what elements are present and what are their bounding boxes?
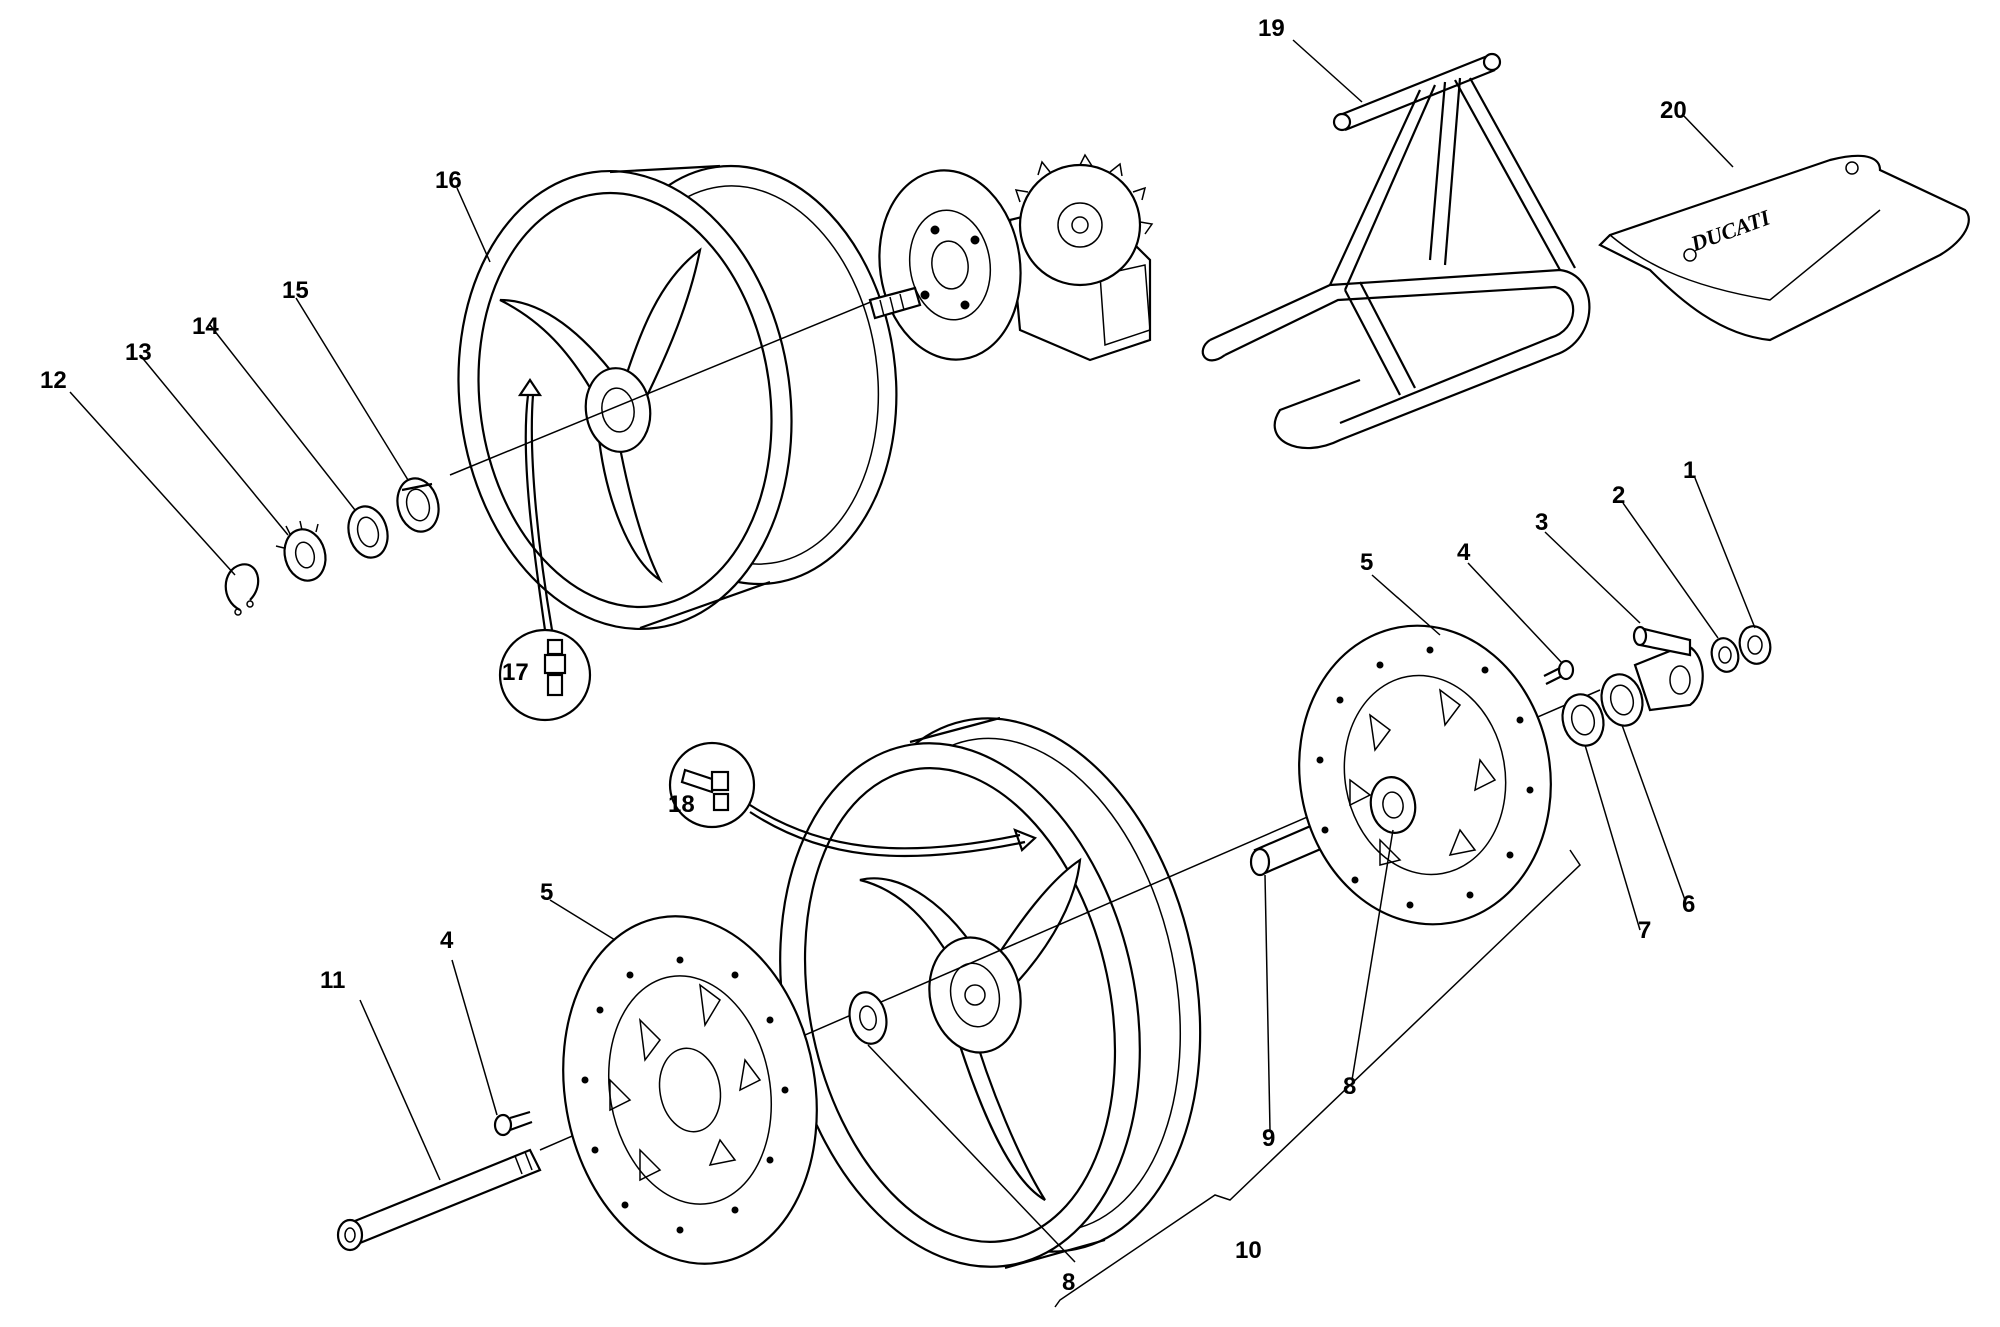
part-7-seal	[1561, 693, 1605, 747]
part-1-nut	[1738, 625, 1772, 665]
callout-4-left: 4	[440, 927, 454, 954]
callout-10: 10	[1235, 1237, 1262, 1264]
callout-6: 6	[1682, 891, 1695, 918]
part-15-bearing-seal	[396, 477, 440, 533]
part-11-front-axle	[336, 1148, 542, 1252]
callout-labels: 19 20 16 15 14 13 12 17 18 1 2 3 4 5 6 7…	[40, 15, 1696, 1296]
callout-5-right: 5	[1360, 549, 1373, 576]
callout-13: 13	[125, 339, 152, 366]
callout-8-right: 8	[1343, 1073, 1356, 1100]
callout-12: 12	[40, 367, 67, 394]
part-6-bushing	[1600, 673, 1644, 727]
callout-20: 20	[1660, 97, 1687, 124]
callout-8-left: 8	[1062, 1269, 1075, 1296]
part-20-dust-cover: DUCATI	[1598, 154, 1970, 342]
assembly-bracket-10	[1054, 849, 1581, 1308]
part-9-spacer	[1249, 820, 1332, 877]
callout-7: 7	[1638, 917, 1651, 944]
callout-17: 17	[502, 659, 529, 686]
rear-sprocket-assembly	[868, 153, 1154, 362]
callout-18: 18	[668, 791, 695, 818]
callout-11: 11	[320, 967, 345, 994]
part-4-screw-right	[1543, 659, 1575, 685]
part-14-washer	[347, 505, 389, 559]
callout-3: 3	[1535, 509, 1548, 536]
part-19-paddock-stand	[1201, 52, 1591, 450]
callout-1: 1	[1683, 457, 1696, 484]
valve-inset-18	[668, 741, 756, 829]
part-13-ring-nut	[275, 520, 327, 582]
callout-4-right: 4	[1457, 539, 1471, 566]
valve-inset-17	[498, 628, 592, 722]
part-4-screw-left	[493, 1110, 533, 1137]
part-12-circlip	[224, 563, 260, 616]
part-3-speedo-drive	[1632, 625, 1704, 712]
leader-lines	[69, 39, 1756, 1263]
callout-16: 16	[435, 167, 462, 194]
rear-wheel	[457, 164, 898, 631]
part-2-washer	[1710, 637, 1740, 673]
callout-14: 14	[192, 313, 219, 340]
callout-2: 2	[1612, 482, 1625, 509]
callout-9: 9	[1262, 1125, 1275, 1152]
callout-15: 15	[282, 277, 309, 304]
callout-19: 19	[1258, 15, 1285, 42]
brake-disc-left	[562, 915, 818, 1265]
rear-axle-line	[449, 289, 901, 476]
part-8-bearing-left	[848, 991, 888, 1045]
callout-5-left: 5	[540, 879, 553, 906]
front-wheel	[749, 716, 1202, 1270]
brake-disc-right	[1298, 624, 1552, 926]
